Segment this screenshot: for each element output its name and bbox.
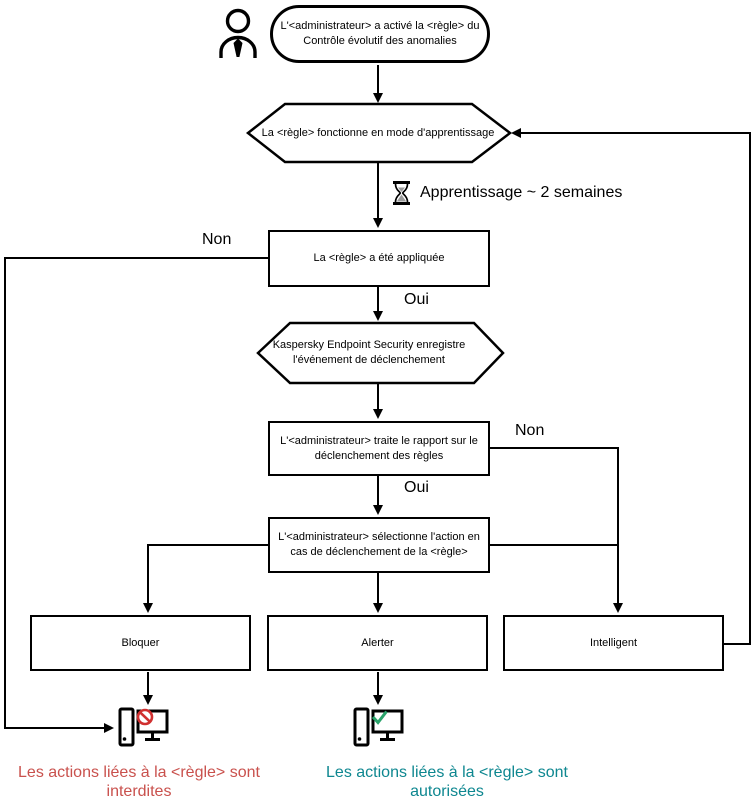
administrator-person-icon bbox=[219, 8, 257, 58]
edge-block-to-computer bbox=[143, 672, 153, 705]
edge-alert-to-computer bbox=[373, 672, 383, 705]
edge-label-applied-yes: Oui bbox=[404, 291, 429, 308]
edge-label-applied-no: Non bbox=[202, 231, 232, 248]
edge-start-to-learning bbox=[373, 65, 383, 103]
blocked-caption: Les actions liées à la <règle> sont inte… bbox=[18, 764, 260, 800]
node-admin-action: L'<administrateur> sélectionne l'action … bbox=[268, 517, 490, 573]
edge-action-to-alert bbox=[373, 573, 383, 613]
computer-prohibited-icon bbox=[118, 707, 169, 747]
hourglass-icon bbox=[393, 181, 410, 205]
edge-applied-yes bbox=[373, 287, 383, 321]
edge-report-no bbox=[490, 447, 623, 613]
edge-action-to-block bbox=[143, 544, 268, 613]
kes-records-hexagon bbox=[256, 321, 505, 385]
node-learning-mode-label: La <règle> fonctionne en mode d'apprenti… bbox=[261, 126, 495, 139]
edge-label-report-yes: Oui bbox=[404, 479, 429, 496]
node-smart: Intelligent bbox=[503, 615, 724, 671]
edge-smart-loopback bbox=[511, 128, 751, 645]
computer-check-icon bbox=[353, 707, 404, 747]
edge-report-yes bbox=[373, 476, 383, 515]
edge-learning-to-applied bbox=[373, 162, 383, 228]
node-admin-report: L'<administrateur> traite le rapport sur… bbox=[268, 421, 490, 476]
edge-kes-to-report bbox=[373, 383, 383, 419]
node-alert: Alerter bbox=[267, 615, 488, 671]
learning-duration-label: Apprentissage ~ 2 semaines bbox=[420, 184, 623, 201]
node-kes-records-label: Kaspersky Endpoint Security enregistre l… bbox=[272, 339, 466, 366]
allowed-caption: Les actions liées à la <règle> sont auto… bbox=[326, 764, 568, 800]
edge-label-report-no: Non bbox=[515, 422, 545, 439]
edge-applied-no-loop bbox=[4, 257, 268, 733]
learning-mode-hexagon bbox=[245, 102, 513, 164]
node-start: L'<administrateur> a activé la <règle> d… bbox=[270, 5, 490, 63]
node-block: Bloquer bbox=[30, 615, 251, 671]
node-rule-applied: La <règle> a été appliquée bbox=[268, 230, 490, 287]
